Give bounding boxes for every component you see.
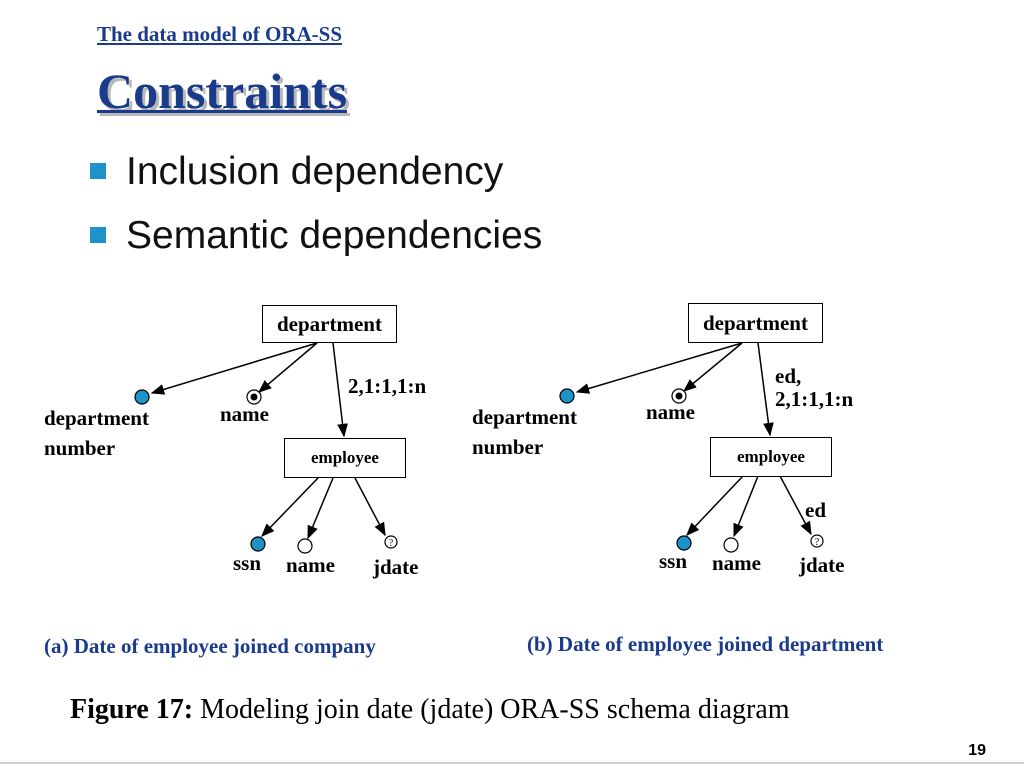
relationship-constraint-label: 2,1:1,1:n: [348, 374, 427, 398]
bullet-text: Semantic dependencies: [126, 214, 543, 257]
object-class-employee: employee: [710, 437, 832, 477]
figure-text: Modeling join date (jdate) ORA-SS schema…: [200, 694, 790, 725]
diagram-a-attributes: ?: [134, 389, 398, 554]
diagram-b-edges: [575, 342, 812, 538]
attribute-label-ssn: ssn: [659, 549, 688, 573]
key-attribute-icon: [559, 388, 575, 404]
optional-attribute-icon: [810, 534, 824, 548]
attribute-label-department: department: [472, 405, 577, 429]
bullet-text: Inclusion dependency: [126, 150, 504, 193]
bullet-item: Semantic dependencies: [90, 214, 542, 258]
attribute-label-number: number: [472, 435, 544, 459]
optional-mark: ?: [815, 537, 820, 548]
object-class-label: department: [703, 310, 808, 335]
attribute-label-name: name: [646, 400, 695, 424]
caption-b: (b) Date of employee joined department: [527, 632, 884, 656]
attribute-label-jdate: jdate: [799, 553, 845, 577]
attribute-label-jdate: jdate: [373, 555, 419, 579]
attribute-label-ssn: ssn: [233, 551, 262, 575]
object-class-employee: employee: [284, 438, 406, 478]
key-attribute-icon: [134, 389, 150, 405]
bullet-square-icon: [90, 227, 106, 243]
slide-title: Constraints: [97, 63, 348, 119]
page-number: 19: [968, 742, 986, 759]
edge-to-employee: [332, 342, 348, 438]
optional-mark: ?: [389, 538, 394, 549]
caption-a: (a) Date of employee joined company: [44, 634, 376, 658]
edge-to-department-number: [150, 342, 318, 395]
object-class-label: department: [277, 311, 382, 336]
edge-to-ssn: [261, 477, 319, 537]
diagram-b-attributes: ?: [559, 388, 824, 553]
attribute-label-department: department: [44, 406, 149, 430]
figure-label: Figure 17:: [70, 694, 194, 725]
attribute-label-emp-name: name: [712, 551, 761, 575]
attribute-label-name: name: [220, 402, 269, 426]
edge-to-jdate: [779, 475, 812, 536]
attribute-label-number: number: [44, 436, 116, 460]
figure-caption: Figure 17: Modeling join date (jdate) OR…: [70, 694, 790, 726]
relationship-label-line1: ed,: [775, 364, 802, 388]
bullet-item: Inclusion dependency: [90, 150, 503, 194]
diagram-a-edges: [150, 342, 386, 540]
unique-attribute-dot-icon: [675, 392, 683, 400]
relationship-constraint-label: 2,1:1,1:n: [775, 387, 854, 411]
attribute-edge-label: ed: [805, 498, 826, 522]
edge-to-emp-name: [733, 475, 759, 538]
optional-attribute-icon: [384, 535, 398, 549]
unique-attribute-dot-icon: [250, 393, 258, 401]
object-class-department: department: [688, 303, 823, 343]
edge-to-name: [257, 342, 318, 393]
key-attribute-icon: [250, 536, 266, 552]
attribute-icon: [723, 537, 739, 553]
key-attribute-icon: [676, 535, 692, 551]
object-class-department: department: [262, 305, 397, 343]
edge-to-employee: [757, 342, 774, 437]
edge-to-ssn: [686, 475, 744, 536]
edge-to-emp-name: [307, 477, 334, 540]
bullet-square-icon: [90, 163, 106, 179]
edge-to-name: [682, 342, 743, 392]
object-class-label: employee: [311, 448, 379, 467]
object-class-label: employee: [737, 447, 805, 466]
slide-subtitle: The data model of ORA-SS: [97, 22, 343, 46]
attribute-label-emp-name: name: [286, 553, 335, 577]
attribute-icon: [297, 538, 313, 554]
edge-to-jdate: [354, 477, 386, 537]
footer-divider: [0, 762, 1024, 764]
edge-to-department-number: [575, 342, 743, 394]
